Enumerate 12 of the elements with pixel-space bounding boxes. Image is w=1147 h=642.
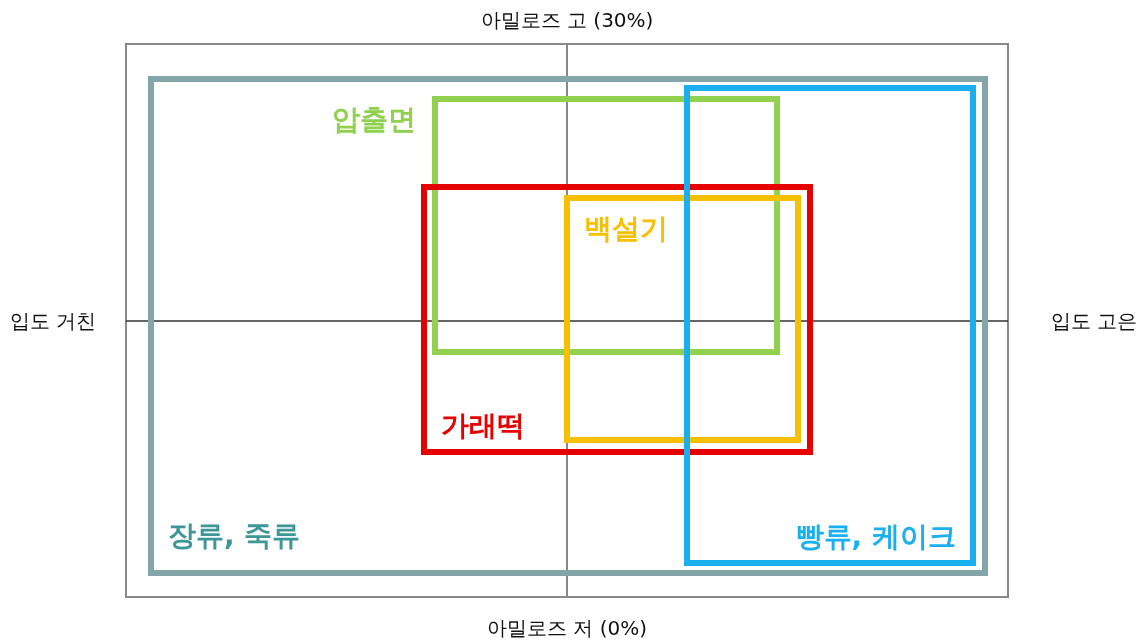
region-label: 가래떡 (441, 412, 525, 440)
food-group-region (421, 184, 813, 455)
region-label: 백설기 (584, 215, 668, 243)
axis-label: 입도 고은 (1050, 311, 1137, 331)
axis-label: 아밀로즈 고 (30%) (480, 10, 654, 30)
axis-label: 아밀로즈 저 (0%) (486, 618, 648, 638)
region-label: 장류, 죽류 (168, 522, 301, 550)
food-group-region (564, 195, 801, 443)
region-label: 압출면 (332, 106, 416, 134)
axis-label: 입도 거친 (10, 311, 97, 331)
food-group-region (684, 85, 976, 566)
region-label: 빵류, 케이크 (795, 523, 956, 551)
